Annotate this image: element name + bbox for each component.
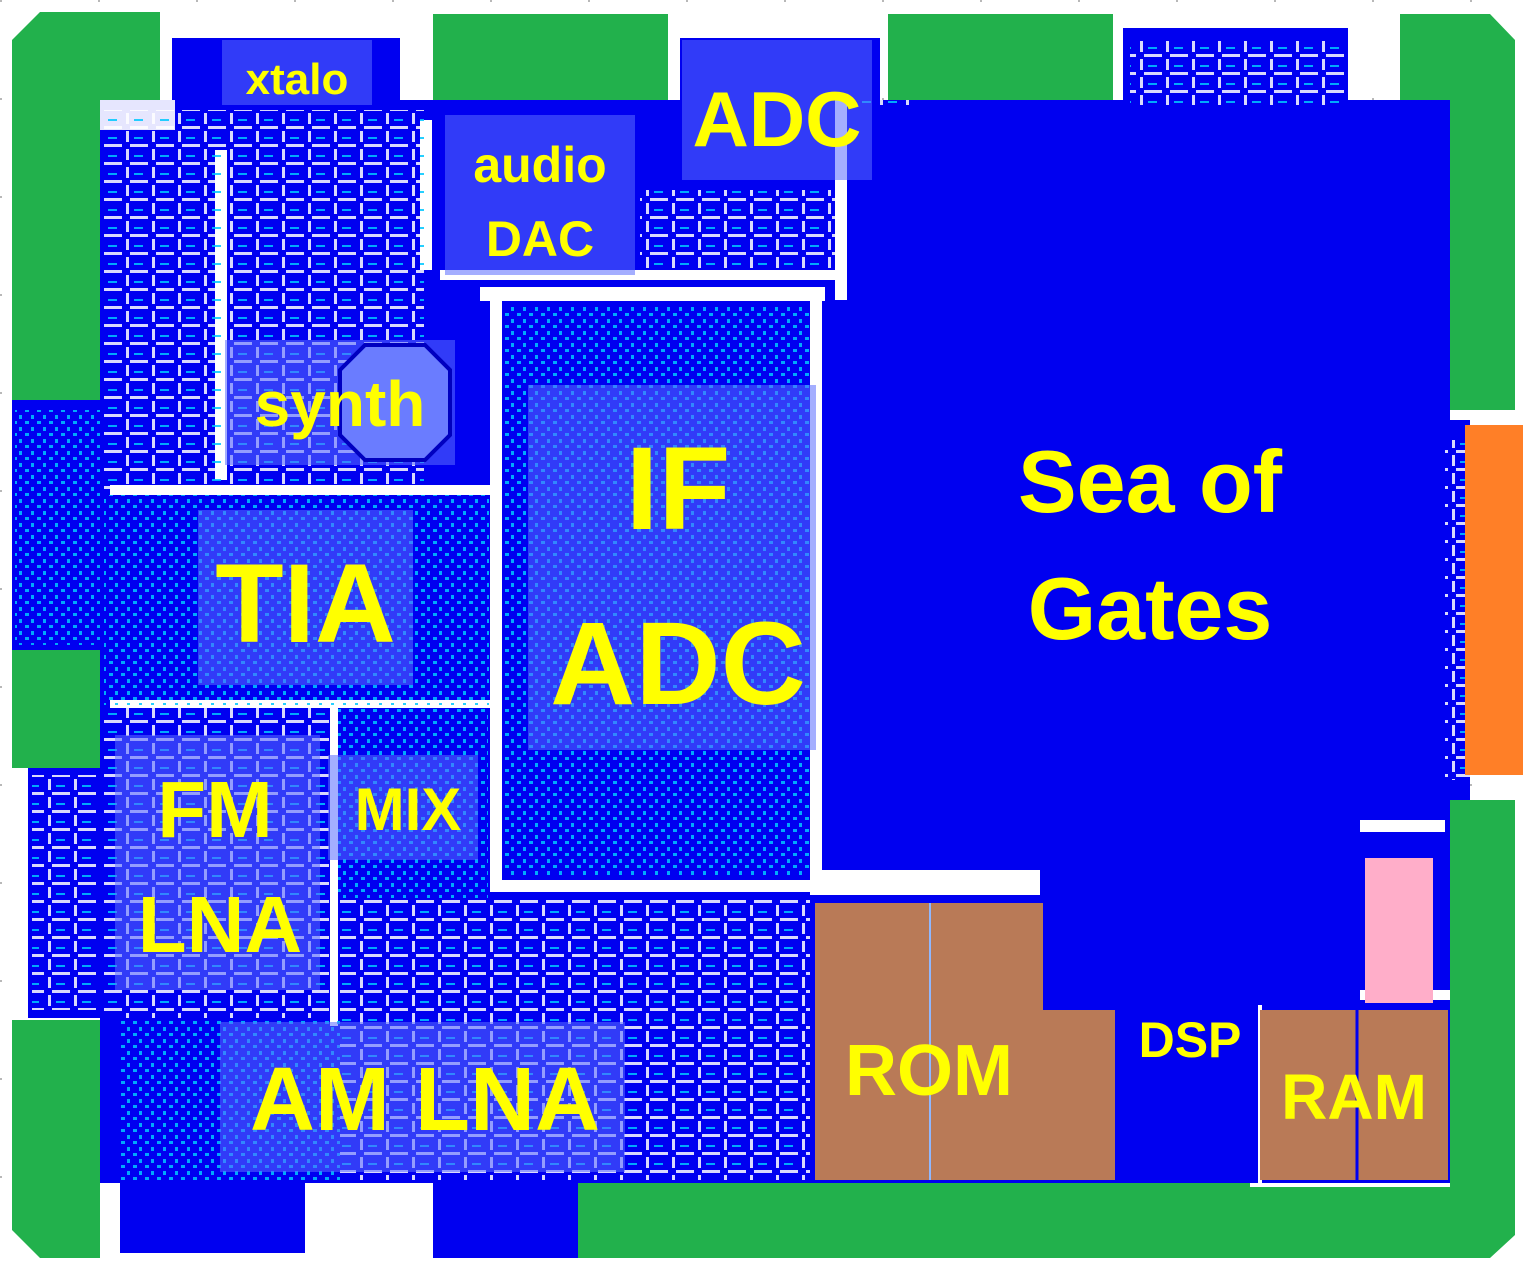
- fm-lna-overlay: [115, 735, 320, 990]
- orange-block: [1465, 425, 1523, 775]
- audio-dac-overlay: [445, 115, 635, 275]
- sea-of-gates-region: [850, 105, 1445, 815]
- if-adc-overlay: [528, 385, 816, 750]
- xtalo-overlay: [222, 40, 372, 105]
- synth-octagon: [338, 343, 452, 462]
- memory-blocks: [815, 903, 1448, 1180]
- pink-block: [1365, 858, 1433, 1003]
- tia-overlay: [198, 510, 413, 685]
- am-lna-overlay: [220, 1022, 625, 1172]
- adc-top-overlay: [682, 40, 872, 180]
- ram-block: [1260, 1010, 1448, 1180]
- mix-overlay: [328, 755, 478, 860]
- rom-block-small: [1043, 1010, 1115, 1180]
